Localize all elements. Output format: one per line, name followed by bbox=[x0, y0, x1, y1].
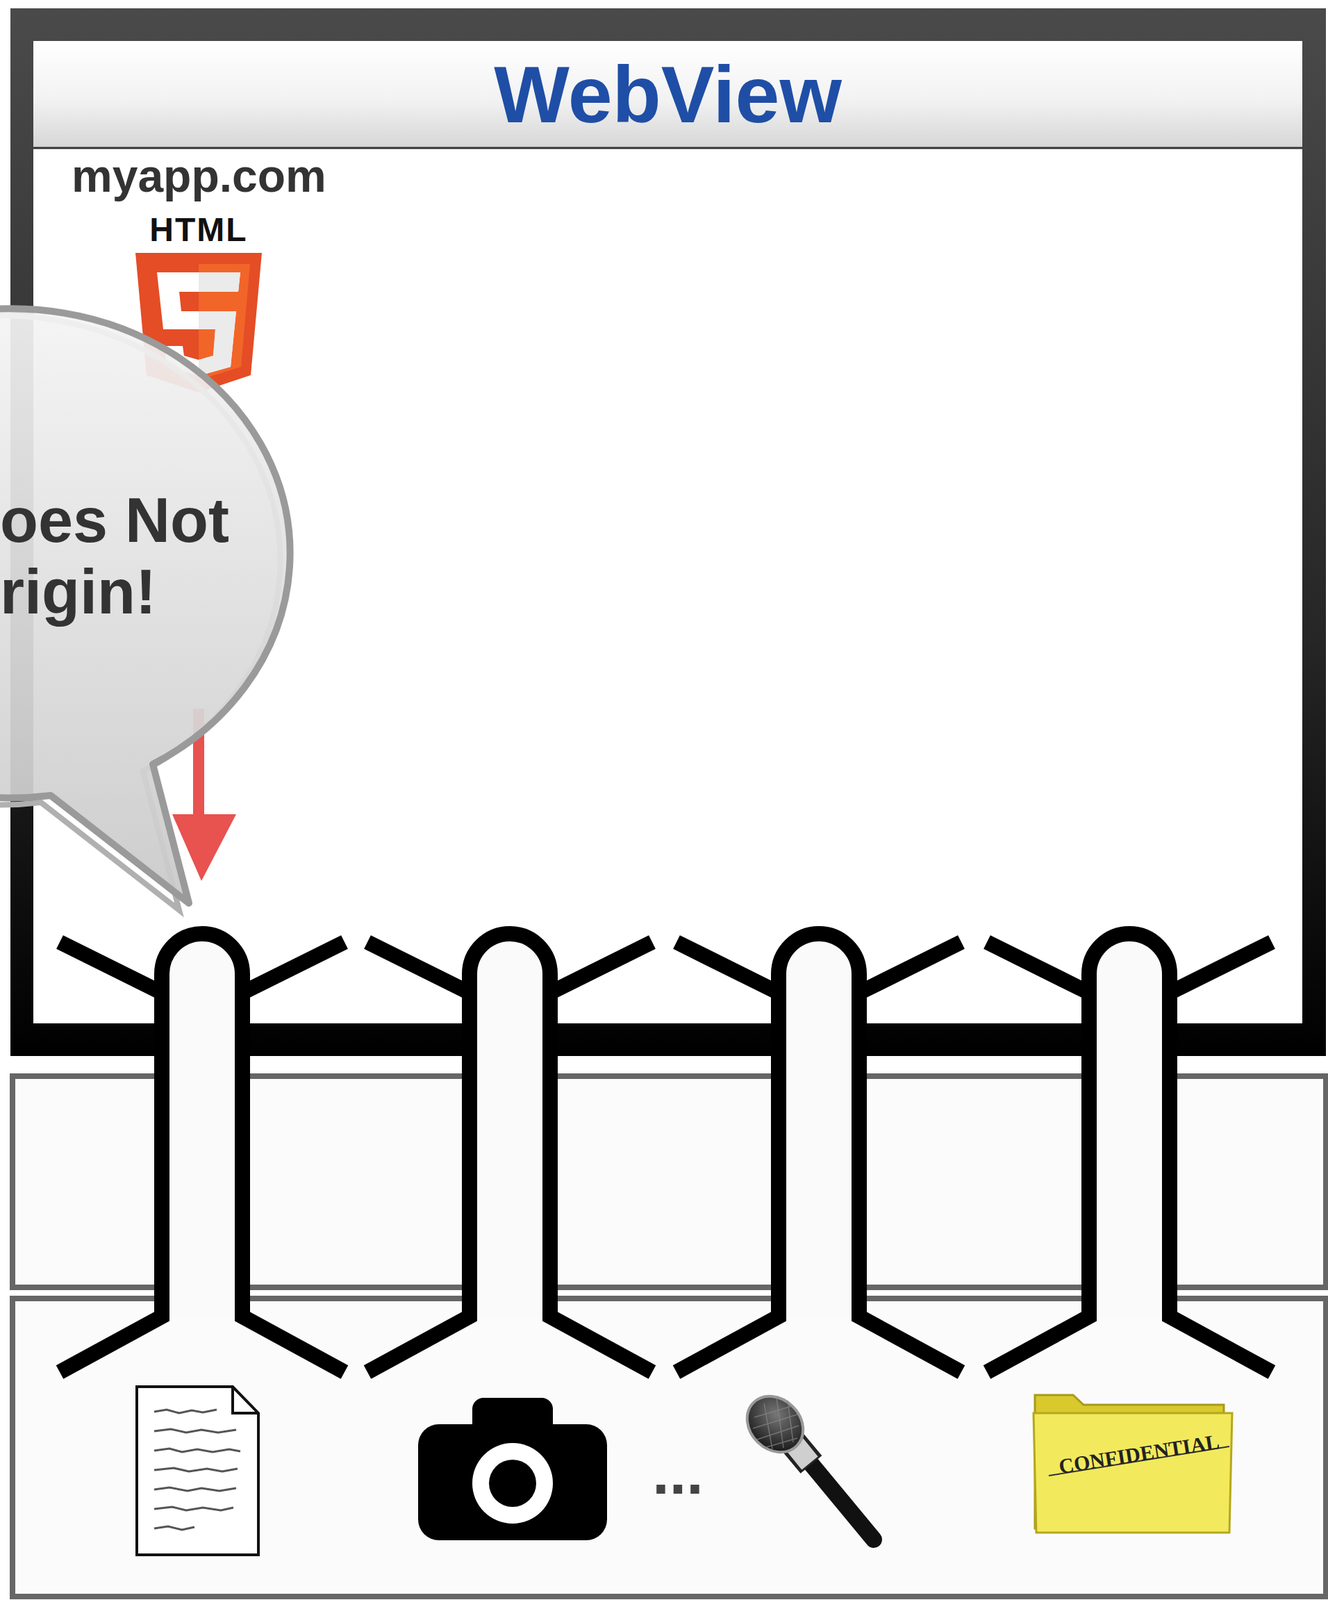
title-bar bbox=[33, 40, 1303, 148]
resource-layer-box bbox=[12, 1298, 1326, 1597]
html5-shield-light bbox=[198, 263, 251, 380]
scribble-line bbox=[154, 1428, 237, 1433]
camera-icon bbox=[418, 1397, 608, 1540]
bridge-symbol bbox=[367, 933, 653, 1372]
mic-mesh bbox=[752, 1397, 799, 1449]
scribble-line bbox=[154, 1506, 234, 1510]
mesh-line bbox=[764, 1403, 773, 1449]
bridge-symbol bbox=[59, 933, 345, 1372]
bubble-outline bbox=[0, 308, 291, 903]
html-logo-text: HTML bbox=[138, 213, 259, 247]
site-origin: myapp.com bbox=[71, 152, 364, 199]
mesh-line bbox=[754, 1405, 792, 1417]
bubble-text: oes Not rigin! bbox=[0, 484, 251, 628]
camera-body bbox=[418, 1423, 608, 1540]
scribble-line bbox=[154, 1448, 241, 1452]
html5-five-shade bbox=[198, 272, 241, 376]
microphone-icon bbox=[735, 1384, 874, 1540]
mesh-line bbox=[776, 1397, 784, 1448]
document-icon bbox=[136, 1386, 259, 1555]
camera-lens-ring bbox=[472, 1442, 553, 1524]
document-page bbox=[136, 1386, 259, 1555]
mic-head bbox=[735, 1384, 815, 1463]
ellipsis: ... bbox=[645, 1441, 710, 1504]
scribble-line bbox=[154, 1487, 237, 1491]
speech-bubble: oes Not rigin! bbox=[0, 298, 313, 910]
scribble-line bbox=[154, 1525, 195, 1530]
title-bar-rule bbox=[33, 147, 1303, 150]
scribble-line bbox=[154, 1409, 217, 1413]
frame-title: WebView bbox=[33, 40, 1303, 148]
scribble-line bbox=[154, 1467, 238, 1472]
camera-lens bbox=[488, 1459, 537, 1507]
bridge-symbol bbox=[676, 933, 962, 1372]
document-scribble bbox=[154, 1409, 241, 1530]
document-fold bbox=[232, 1386, 259, 1413]
bridge-symbol bbox=[986, 933, 1272, 1372]
mesh-line bbox=[787, 1400, 794, 1442]
